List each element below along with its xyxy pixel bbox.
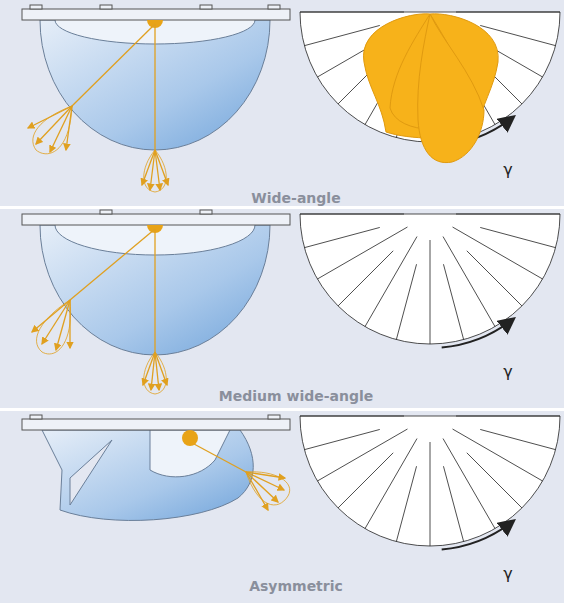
polar-spoke xyxy=(467,251,522,306)
panel-separator xyxy=(0,408,564,411)
polar-axis xyxy=(300,214,560,215)
angle-symbol: γ xyxy=(503,564,512,583)
beam-type-label: Wide-angle xyxy=(251,190,340,207)
polar-spoke xyxy=(317,429,407,481)
light-distribution-curve xyxy=(418,14,484,163)
asymmetric-luminaire xyxy=(22,415,290,520)
polar-spoke xyxy=(338,453,393,508)
angle-arrow xyxy=(442,320,513,348)
polar-spoke xyxy=(304,227,379,247)
polar-spoke xyxy=(443,264,463,339)
polar-diagram xyxy=(300,14,560,347)
polar-spoke xyxy=(443,439,495,529)
medium-wide-angle-luminaire xyxy=(22,210,290,394)
polar-spoke xyxy=(443,237,495,327)
wide-angle-luminaire xyxy=(22,5,290,192)
polar-spoke xyxy=(453,429,543,481)
beam-type-label: Asymmetric xyxy=(249,578,343,595)
polar-spoke xyxy=(456,214,560,215)
polar-spoke xyxy=(338,251,393,306)
polar-spoke xyxy=(480,429,555,449)
polar-spoke xyxy=(456,416,560,417)
polar-spoke xyxy=(300,12,404,13)
polar-spoke xyxy=(317,227,407,279)
polar-ring xyxy=(300,214,560,344)
polar-axis xyxy=(300,416,560,417)
polar-spoke xyxy=(396,466,416,541)
beam-type-label: Medium wide-angle xyxy=(219,388,373,405)
polar-spoke xyxy=(456,12,560,13)
polar-spoke xyxy=(443,466,463,541)
polar-spoke xyxy=(467,453,522,508)
angle-symbol: γ xyxy=(503,362,512,381)
polar-spoke xyxy=(430,442,431,546)
angle-symbol: γ xyxy=(503,160,512,179)
angle-arrow xyxy=(442,522,513,550)
polar-ring xyxy=(300,416,560,546)
panel-separator xyxy=(0,206,564,209)
polar-spoke xyxy=(300,214,404,215)
polar-spoke xyxy=(365,439,417,529)
polar-spoke xyxy=(304,429,379,449)
polar-spoke xyxy=(365,237,417,327)
polar-spoke xyxy=(453,227,543,279)
polar-diagram xyxy=(300,14,560,549)
polar-axis xyxy=(300,12,560,13)
polar-spoke xyxy=(396,264,416,339)
polar-spoke xyxy=(430,240,431,344)
polar-spoke xyxy=(300,416,404,417)
polar-spoke xyxy=(480,227,555,247)
